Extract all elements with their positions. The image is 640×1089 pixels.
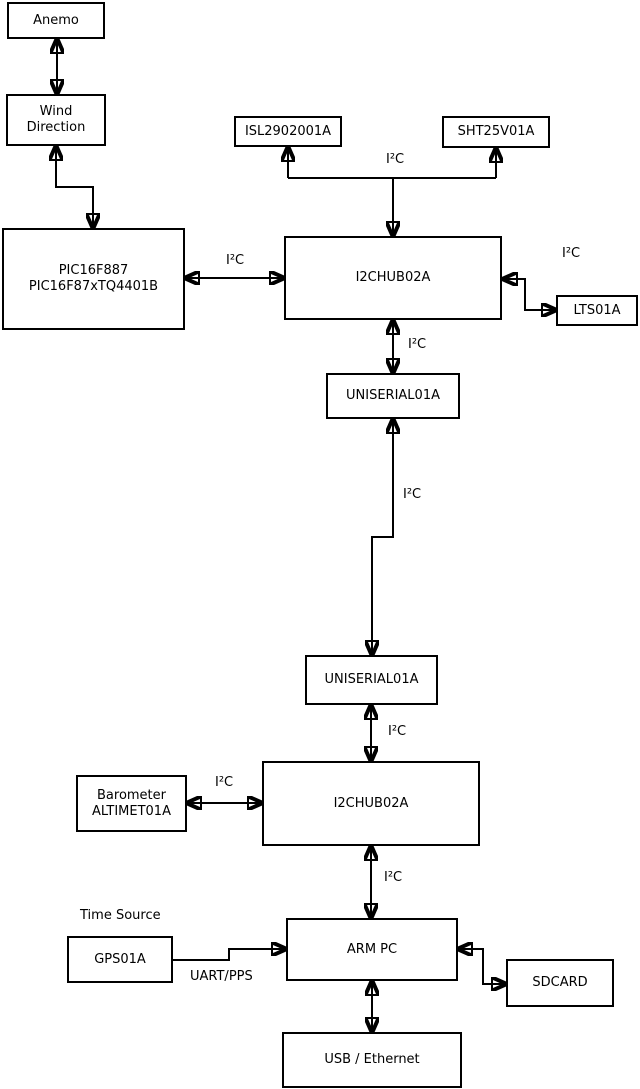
- edge-armpc-sdcard: [458, 949, 506, 984]
- edge-label-time-source: Time Source: [80, 908, 161, 923]
- edge-label-uart-pps: UART/PPS: [190, 969, 253, 984]
- node-barometer-altimet01a: Barometer ALTIMET01A: [76, 775, 187, 832]
- node-isl2902001a: ISL2902001A: [234, 116, 342, 147]
- edge-label-i2c-hub1-uniserial1: I²C: [408, 337, 427, 352]
- node-arm-pc: ARM PC: [286, 918, 458, 981]
- node-usb-ethernet: USB / Ethernet: [282, 1032, 462, 1088]
- node-gps01a: GPS01A: [67, 936, 173, 983]
- edge-uniserial1-uniserial2: [372, 419, 393, 655]
- edge-label-i2c-pic-hub1: I²C: [226, 253, 245, 268]
- edge-label-i2c-uniserial-link: I²C: [403, 487, 422, 502]
- node-pic16f887: PIC16F887 PIC16F87xTQ4401B: [2, 228, 185, 330]
- node-lts01a: LTS01A: [556, 295, 638, 326]
- edge-winddirection-pic: [56, 146, 93, 228]
- edge-label-i2c-hub2-armpc: I²C: [384, 870, 403, 885]
- node-i2chub02a-lower: I2CHUB02A: [262, 761, 480, 846]
- edge-gps-armpc: [173, 949, 286, 961]
- node-anemo: Anemo: [7, 2, 105, 39]
- edge-label-i2c-uniserial2-hub2: I²C: [388, 724, 407, 739]
- edge-label-i2c-barometer-hub2: I²C: [215, 775, 234, 790]
- node-uniserial01a-lower: UNISERIAL01A: [305, 655, 438, 705]
- node-i2chub02a-upper: I2CHUB02A: [284, 236, 502, 320]
- node-uniserial01a-upper: UNISERIAL01A: [326, 373, 460, 419]
- edge-label-i2c-sensors-bus: I²C: [386, 152, 405, 167]
- node-wind-direction: Wind Direction: [6, 94, 106, 146]
- edge-hub1-lts: [503, 279, 556, 310]
- node-sht25v01a: SHT25V01A: [442, 116, 550, 148]
- edge-label-i2c-hub1-lts: I²C: [562, 246, 581, 261]
- node-sdcard: SDCARD: [506, 959, 614, 1007]
